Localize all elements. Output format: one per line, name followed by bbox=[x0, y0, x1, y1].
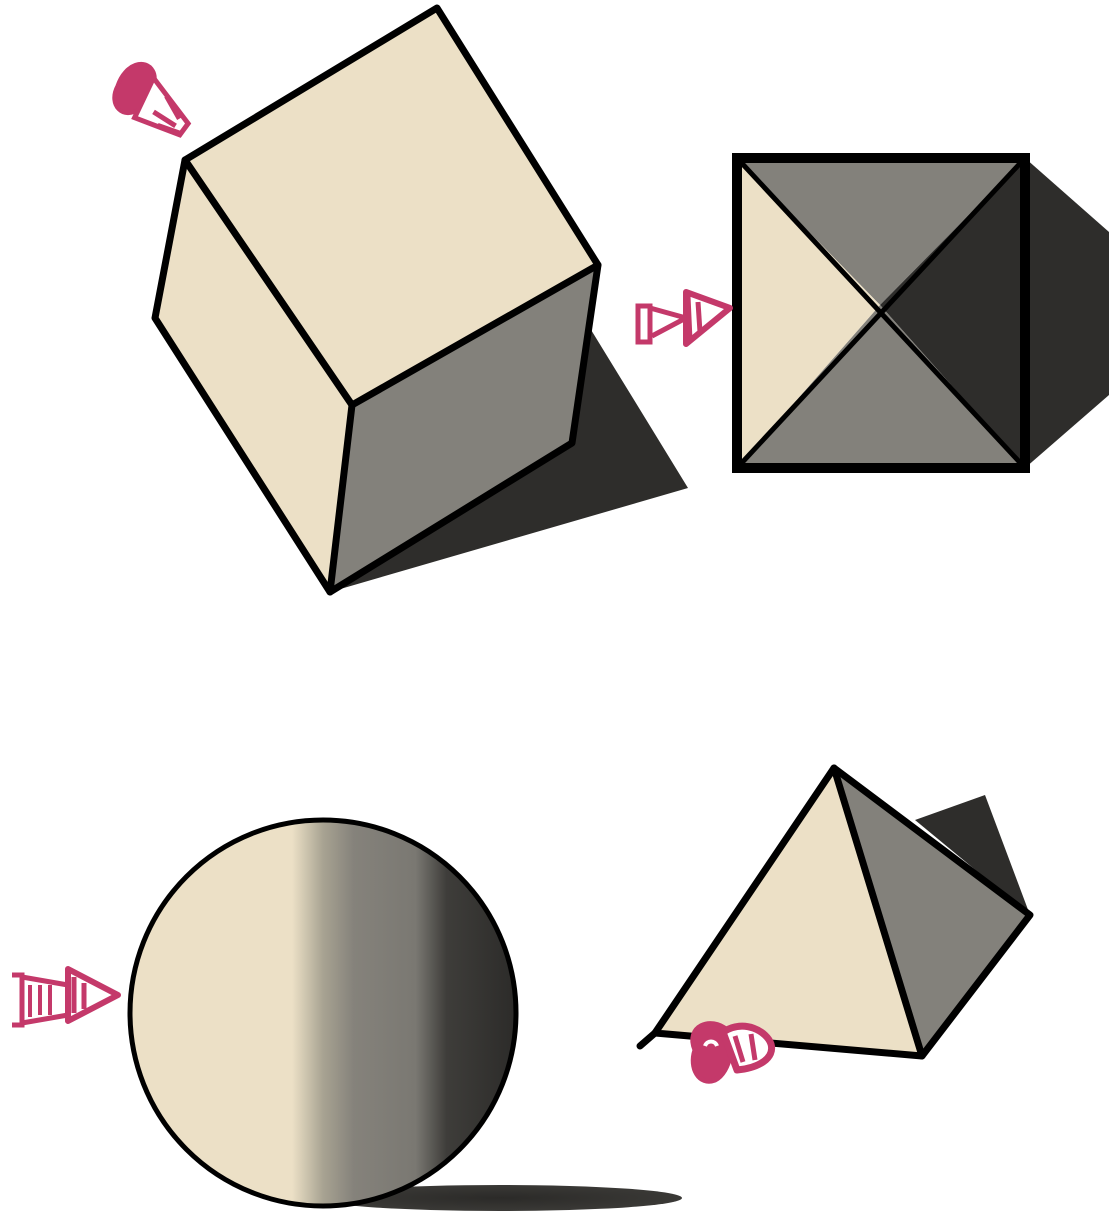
sphere-body bbox=[127, 817, 519, 1209]
cube-figure bbox=[151, 4, 688, 596]
pyramid-oblique-right-face bbox=[834, 768, 1030, 1056]
pyramid-topdown-top-face bbox=[737, 158, 1025, 305]
pyramid-topdown-left-face bbox=[737, 158, 880, 468]
spotlight-icon bbox=[635, 289, 733, 347]
pyramid-oblique-cast-shadow bbox=[915, 795, 1030, 915]
pyramid-topdown-figure bbox=[732, 153, 1109, 473]
sphere-cast-shadow bbox=[318, 1185, 682, 1211]
cube-cast-shadow bbox=[330, 320, 688, 592]
pyramid-topdown-cast-shadow bbox=[1025, 158, 1109, 468]
cube-left-face bbox=[155, 160, 352, 592]
cube-front-face bbox=[330, 265, 598, 592]
pyramid-topdown-bottom-face bbox=[737, 305, 1025, 468]
pyramid-oblique-figure bbox=[636, 764, 1034, 1060]
spotlight-icon bbox=[112, 61, 192, 138]
spotlight-icon bbox=[690, 1021, 776, 1084]
spotlight-icon bbox=[12, 966, 121, 1028]
pyramid-topdown-right-face bbox=[880, 158, 1025, 468]
sphere-figure bbox=[127, 817, 682, 1211]
